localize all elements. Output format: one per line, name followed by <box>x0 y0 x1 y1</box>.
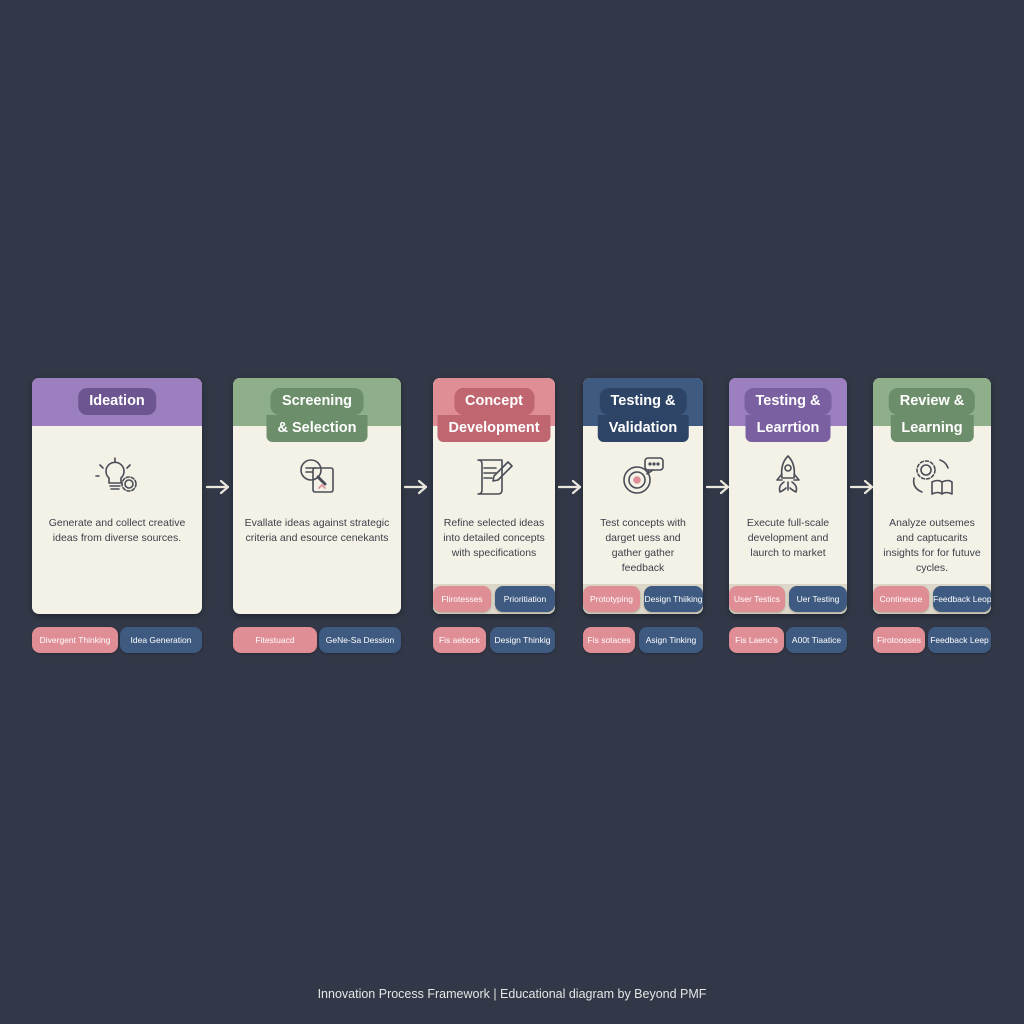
stage-description: Execute full-scale development and laurc… <box>746 517 830 559</box>
rocket-icon <box>760 448 816 504</box>
stage-card-4: Testing &Validation Test concepts with d… <box>583 378 703 614</box>
bottom-tag: Feedback Leep <box>928 627 991 653</box>
lightbulb-gear-icon <box>89 448 145 504</box>
stage-title-line: Review & <box>888 388 976 415</box>
bottom-tag: Firotoosses <box>873 627 925 653</box>
bottom-tag: Fitestuacd <box>233 627 317 653</box>
stage-title: Testing &Learrtion <box>744 388 832 442</box>
stage-title: Ideation <box>78 388 156 415</box>
stage-description: Analyze outsemes and captucarits insight… <box>883 517 981 574</box>
stage-title-line: Testing & <box>599 388 687 415</box>
stage-description: Evallate ideas against strategic criteri… <box>244 517 390 544</box>
bottom-tag: Design Thinkig <box>490 627 555 653</box>
stage-card-6: Review &Learning Analyze outsemes and ca… <box>873 378 991 614</box>
stage-title-line: Learrtion <box>745 415 831 442</box>
card-tag: Prototyping <box>583 586 640 612</box>
bottom-tag: Fis aebock <box>433 627 486 653</box>
stage-description: Generate and collect creative ideas from… <box>48 517 186 544</box>
stage-title-line: Testing & <box>744 388 832 415</box>
stage-title-line: Learning <box>890 415 974 442</box>
stage-title-line: Development <box>437 415 551 442</box>
stage-title-line: Concept <box>454 388 534 415</box>
bottom-tag: A00t Tiaatice <box>786 627 847 653</box>
bottom-tag: Fis Laenc's <box>729 627 784 653</box>
document-pencil-icon <box>466 448 522 504</box>
arrow-right-icon <box>557 478 583 496</box>
bottom-tag: Fis sotaces <box>583 627 635 653</box>
stage-title-line: & Selection <box>266 415 368 442</box>
stage-description: Refine selected ideas into detailed conc… <box>443 517 545 559</box>
stage-card-5: Testing &Learrtion Execute full-scale de… <box>729 378 847 614</box>
card-tag: Prioritiation <box>495 586 555 612</box>
bottom-tag: Divergent Thinking <box>32 627 118 653</box>
card-tag: Flirotesses <box>433 586 491 612</box>
stage-title-line: Validation <box>597 415 689 442</box>
stage-description: Test concepts with darget uess and gathe… <box>600 517 686 574</box>
arrow-right-icon <box>849 478 875 496</box>
card-tag: User Testics <box>729 586 785 612</box>
stage-title: Review &Learning <box>888 388 976 442</box>
bottom-tag: Asign Tinking <box>639 627 703 653</box>
stage-card-2: Screening& Selection Evallate ideas agai… <box>233 378 401 614</box>
magnifier-document-icon <box>289 448 345 504</box>
stage-card-1: Ideation Generate and collect creative i… <box>32 378 202 614</box>
arrow-right-icon <box>705 478 731 496</box>
card-tag: Design Thiiking <box>644 586 703 612</box>
card-tag: Uer Testing <box>789 586 847 612</box>
stage-title-line: Ideation <box>78 388 156 415</box>
arrow-right-icon <box>205 478 231 496</box>
target-chat-icon <box>615 448 671 504</box>
stage-title: Testing &Validation <box>597 388 689 442</box>
arrow-right-icon <box>403 478 429 496</box>
stage-title: Screening& Selection <box>266 388 368 442</box>
card-tag: Feedback Leop <box>933 586 991 612</box>
gear-book-icon <box>904 448 960 504</box>
stage-title-line: Screening <box>270 388 364 415</box>
card-tag: Contineuse <box>873 586 929 612</box>
bottom-tag: Idea Generation <box>120 627 202 653</box>
bottom-tag: GeNe-Sa Dession <box>319 627 401 653</box>
footer-caption: Innovation Process Framework | Education… <box>317 987 707 1001</box>
